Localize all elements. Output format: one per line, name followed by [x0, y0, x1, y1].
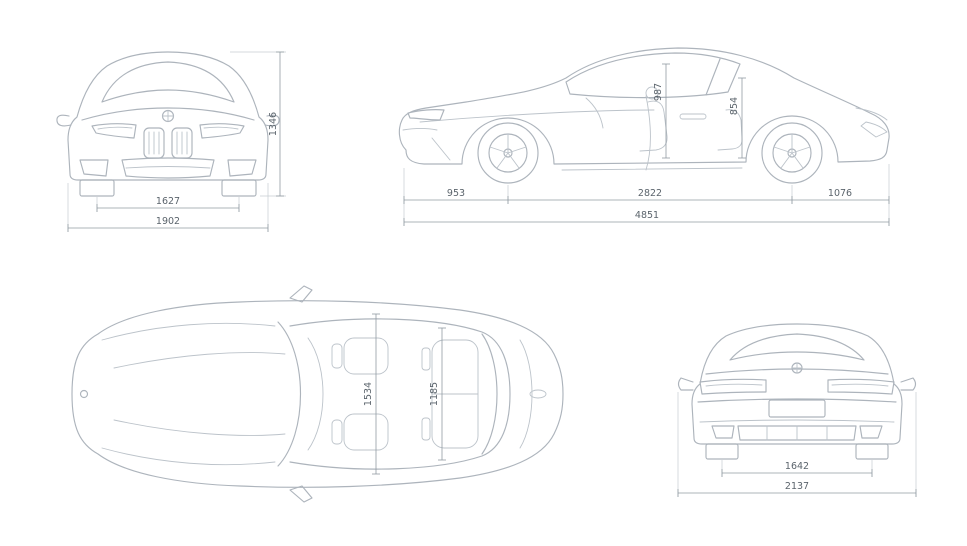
dim-width-with-mirrors: 2137 [677, 392, 917, 497]
right-mirror-rear [900, 377, 917, 391]
rear-window-top [481, 333, 498, 455]
dim-overall-length: 4851 [403, 210, 890, 226]
left-wheel [79, 179, 115, 197]
cabin-outline [289, 318, 511, 470]
right-wheel [221, 179, 257, 197]
windshield-top [277, 321, 301, 467]
b-pillar [705, 58, 721, 96]
windshield [101, 61, 235, 103]
side-body-outline [398, 47, 890, 165]
right-mirror-top [289, 485, 313, 503]
left-taillight [699, 378, 767, 395]
side-car-drawing [398, 47, 890, 184]
front-view: 1627 1902 1346 [56, 51, 286, 232]
bumper-line [697, 398, 897, 403]
rear-body-outline [691, 323, 903, 445]
rear-window [729, 333, 865, 361]
right-headlight [199, 123, 245, 139]
dim-label-overall-height: 1346 [268, 112, 279, 136]
headlight [407, 109, 445, 121]
dim-front-interior-width: 1534 [363, 313, 380, 475]
front-wheel [477, 122, 539, 184]
dim-label-overall-width: 1902 [156, 216, 180, 227]
diffuser [737, 425, 857, 441]
door-line [645, 95, 651, 171]
taillight-side [860, 121, 888, 138]
dim-length-chain: 953 2822 1076 [403, 164, 890, 226]
dim-rear-interior-width: 1185 [429, 327, 446, 461]
right-mirror [264, 114, 280, 127]
left-mirror-top [289, 285, 313, 303]
dim-label-rear-overhang: 1076 [828, 188, 852, 199]
left-exhaust [711, 425, 735, 439]
dim-front-headroom: 987 [653, 63, 670, 159]
rear-view: 1642 2137 [677, 323, 917, 497]
kidney-grille [143, 127, 193, 159]
left-headlight [91, 123, 137, 139]
left-wheel [705, 443, 739, 460]
front-car-drawing [56, 51, 280, 197]
right-wheel [855, 443, 889, 460]
dim-label-wheelbase: 2822 [638, 188, 662, 199]
door-handle [679, 113, 707, 120]
dim-label-rear-interior-width: 1185 [429, 382, 440, 406]
bmw-roundel [79, 389, 89, 399]
left-mirror [56, 114, 72, 127]
dim-rear-headroom: 854 [729, 77, 746, 159]
dim-rear-track-width: 1642 [721, 460, 873, 477]
dim-label-rear-track: 1642 [785, 461, 809, 472]
right-taillight [827, 378, 895, 395]
dim-label-width-with-mirrors: 2137 [785, 481, 809, 492]
side-view: 987 854 953 2822 1076 [398, 47, 890, 226]
hood-line [81, 107, 255, 121]
rear-car-drawing [677, 323, 917, 460]
dim-label-overall-length: 4851 [635, 210, 659, 221]
front-body-outline [67, 51, 269, 181]
dim-overall-height: 1346 [230, 51, 286, 197]
bmw-roundel [791, 362, 803, 374]
dim-label-front-interior-width: 1534 [363, 382, 374, 406]
side-windows [565, 52, 741, 99]
top-car-drawing [71, 285, 564, 503]
right-side-intake [227, 159, 257, 177]
dim-front-track-width: 1627 [96, 196, 240, 212]
seats-top [331, 337, 479, 451]
dim-overall-width: 1902 [67, 183, 269, 232]
antenna-fin [529, 389, 547, 399]
dim-label-rear-headroom: 854 [729, 97, 740, 115]
dim-label-front-headroom: 987 [653, 83, 664, 101]
license-plate-recess [768, 399, 826, 418]
lower-intake [121, 157, 215, 179]
top-body-outline [71, 300, 564, 488]
dim-label-front-track: 1627 [156, 196, 180, 207]
left-side-intake [79, 159, 109, 177]
bmw-roundel [161, 109, 175, 123]
rear-wheel [761, 122, 823, 184]
left-mirror-rear [677, 377, 694, 391]
top-view: 1534 1185 [71, 285, 564, 503]
dim-label-front-overhang: 953 [447, 188, 465, 199]
right-exhaust [859, 425, 883, 439]
interior-seats [585, 86, 743, 152]
